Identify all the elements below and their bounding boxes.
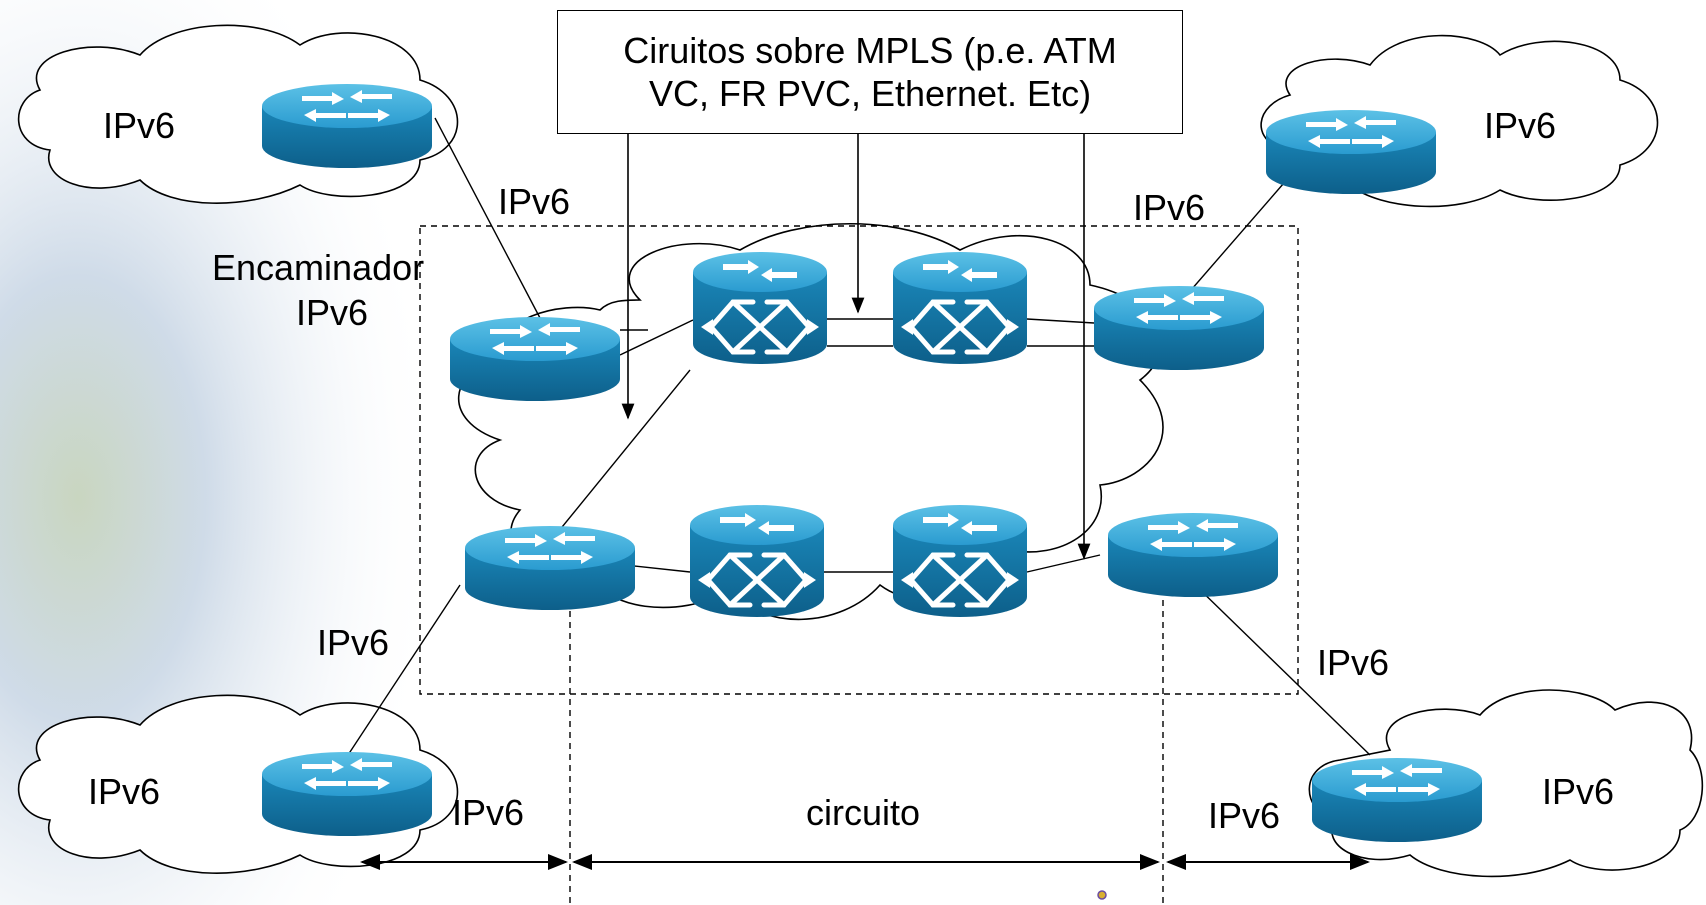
link-tl-router-to-edge xyxy=(434,117,541,319)
router-icon xyxy=(1094,286,1264,370)
links xyxy=(347,117,1371,756)
router-icon xyxy=(262,752,432,836)
link-label-bottom-left: IPv6 xyxy=(317,622,390,663)
link-label-top-left: IPv6 xyxy=(498,181,571,222)
link-label-bottom-right: IPv6 xyxy=(1317,642,1390,683)
cloud-label-bottom-right: IPv6 xyxy=(1542,771,1615,812)
atm-switch-icon xyxy=(893,505,1027,617)
link-bl-router-to-edge xyxy=(347,584,461,756)
mpls-domain-boundary xyxy=(419,225,1299,695)
router-icon xyxy=(1266,110,1436,194)
link-edge-bl-switch1 xyxy=(557,369,691,533)
link-tr-router-to-edge xyxy=(1177,175,1291,306)
router-icon xyxy=(1312,758,1482,842)
cloud-label-bottom-left: IPv6 xyxy=(88,771,161,812)
atm-switch-icon xyxy=(893,252,1027,364)
router-caption-line-1: Encaminador xyxy=(212,247,425,288)
span-label-middle: circuito xyxy=(806,792,921,833)
cloud-label-top-left: IPv6 xyxy=(103,105,176,146)
link-edge-bl-switch3 xyxy=(633,565,691,573)
router-icon xyxy=(1108,513,1278,597)
link-label-top-right: IPv6 xyxy=(1133,187,1206,228)
cloud-label-top-right: IPv6 xyxy=(1484,105,1557,146)
span-label-right: IPv6 xyxy=(1208,795,1281,836)
link-switch4-edge-br xyxy=(1026,554,1101,573)
link-edge-tl-switch1 xyxy=(619,319,694,356)
link-br-router-to-edge xyxy=(1189,579,1371,756)
callout-box: Ciruitos sobre MPLS (p.e. ATM VC, FR PVC… xyxy=(557,10,1183,134)
link-switch2-edge-tr-upper xyxy=(1026,318,1095,324)
router-icon xyxy=(450,317,620,401)
pointer-dot xyxy=(1097,890,1107,900)
atm-switch-icon xyxy=(693,252,827,364)
span-label-left: IPv6 xyxy=(452,792,525,833)
router-icon xyxy=(262,84,432,168)
router-caption-line-2: IPv6 xyxy=(296,292,369,333)
callout-line-2: VC, FR PVC, Ethernet. Etc) xyxy=(648,73,1092,114)
atm-switch-icon xyxy=(690,505,824,617)
callout-line-1: Ciruitos sobre MPLS (p.e. ATM xyxy=(623,29,1117,71)
router-icon xyxy=(465,526,635,610)
